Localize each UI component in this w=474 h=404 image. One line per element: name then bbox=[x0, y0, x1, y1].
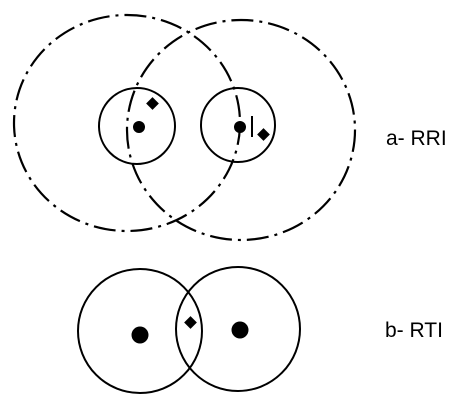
left-node-dot bbox=[133, 121, 145, 133]
left-node-dot-b bbox=[131, 326, 149, 344]
right-node-dot bbox=[234, 121, 246, 133]
right-diamond-marker bbox=[257, 128, 270, 141]
center-diamond-marker bbox=[184, 316, 197, 329]
left-range-circle bbox=[12, 13, 242, 233]
left-transmission-circle bbox=[77, 268, 203, 394]
panel-b-label: b- RTI bbox=[385, 319, 443, 342]
left-diamond-marker bbox=[146, 97, 159, 110]
right-transmission-circle bbox=[175, 266, 301, 392]
right-range-circle bbox=[125, 18, 357, 242]
panel-a-rri: a- RRI bbox=[12, 13, 447, 242]
right-node-circle bbox=[200, 87, 276, 163]
panel-a-label: a- RRI bbox=[386, 127, 447, 150]
right-node-dot-b bbox=[231, 321, 249, 339]
left-node-circle bbox=[98, 87, 176, 165]
panel-b-rti: b- RTI bbox=[77, 266, 443, 394]
